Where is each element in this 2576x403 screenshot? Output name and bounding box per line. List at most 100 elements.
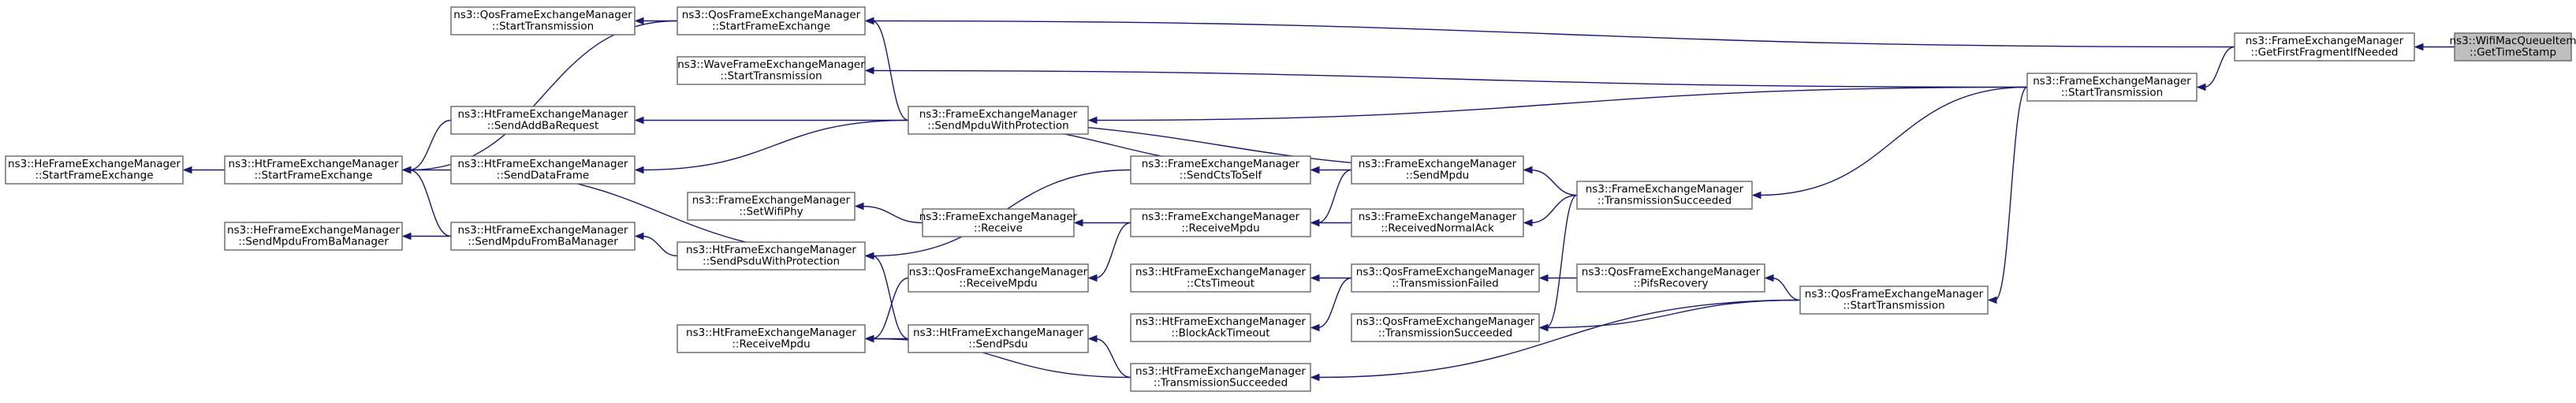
- node-class-label: ns3::QosFrameExchangeManager: [1582, 266, 1761, 278]
- node-method-label: ::GetFirstFragmentIfNeeded: [2251, 47, 2399, 59]
- node-qos-sfe[interactable]: ns3::QosFrameExchangeManager::StartFrame…: [677, 6, 866, 35]
- node-fem-sm[interactable]: ns3::FrameExchangeManager::SendMpdu: [1351, 155, 1524, 185]
- edge-arrowhead: [1538, 323, 1549, 332]
- node-class-label: ns3::QosFrameExchangeManager: [909, 266, 1088, 278]
- node-method-label: ::ReceiveMpdu: [1181, 222, 1259, 235]
- edge-arrowhead: [1751, 191, 1761, 200]
- node-method-label: ::ReceivedNormalAck: [1381, 222, 1494, 235]
- edge-fem-sm-to-fem-rm: [1317, 169, 1352, 224]
- edge-arrowhead: [182, 166, 192, 174]
- node-box: [677, 241, 866, 271]
- node-class-label: ns3::FrameExchangeManager: [1142, 158, 1300, 170]
- node-method-label: ::GetTimeStamp: [2470, 47, 2556, 59]
- node-box: [677, 6, 866, 35]
- node-fem-ts[interactable]: ns3::FrameExchangeManager::TransmissionS…: [1576, 181, 1753, 210]
- node-box: [1130, 313, 1311, 342]
- node-method-label: ::SendMpdu: [1406, 170, 1469, 182]
- edge-arrowhead: [864, 66, 874, 75]
- node-class-label: ns3::HtFrameExchangeManager: [686, 327, 856, 339]
- edge-fem-ts-to-qos-ts: [1545, 194, 1578, 329]
- edge-arrowhead: [1087, 116, 1098, 125]
- edge-ht-sp-to-ht-spwp: [871, 255, 909, 340]
- node-ht-bato[interactable]: ns3::HtFrameExchangeManager::BlockAckTim…: [1130, 313, 1311, 342]
- node-box: [2026, 73, 2198, 102]
- edge-arrowhead: [2414, 43, 2424, 51]
- node-method-label: ::BlockAckTimeout: [1172, 327, 1270, 340]
- node-class-label: ns3::QosFrameExchangeManager: [682, 9, 861, 21]
- node-box: [908, 324, 1089, 353]
- node-fem-st[interactable]: ns3::FrameExchangeManager::StartTransmis…: [2026, 73, 2198, 102]
- node-box: [687, 192, 856, 221]
- node-qos-st2[interactable]: ns3::QosFrameExchangeManager::StartTrans…: [1799, 285, 1989, 315]
- edge-arrowhead: [401, 166, 412, 174]
- edge-arrowhead: [1538, 274, 1549, 282]
- node-fem-rm[interactable]: ns3::FrameExchangeManager::ReceiveMpdu: [1130, 208, 1311, 237]
- edge-fem-st-to-fem-smwp: [1094, 86, 2028, 121]
- node-ht-ctsto[interactable]: ns3::HtFrameExchangeManager::CtsTimeout: [1130, 263, 1311, 293]
- edge-qos-sfe-to-ht-sfe: [408, 20, 678, 171]
- node-ht-sdf[interactable]: ns3::HtFrameExchangeManager::SendDataFra…: [450, 155, 636, 185]
- node-wave-st[interactable]: ns3::WaveFrameExchangeManager::StartTran…: [677, 56, 866, 85]
- edge-qos-tf-to-ht-bato: [1317, 277, 1352, 329]
- edge-ht-ts-to-ht-sp: [1094, 338, 1131, 379]
- node-box: [1351, 155, 1524, 185]
- node-fem-swp[interactable]: ns3::FrameExchangeManager::SetWifiPhy: [687, 192, 856, 221]
- edge-arrowhead: [1310, 274, 1320, 282]
- edge-arrowhead: [1523, 218, 1533, 227]
- node-ht-spwp[interactable]: ns3::HtFrameExchangeManager::SendPsduWit…: [677, 241, 866, 271]
- edge-arrowhead: [634, 116, 644, 125]
- node-box: [224, 155, 403, 185]
- node-ht-rm[interactable]: ns3::HtFrameExchangeManager::ReceiveMpdu: [677, 324, 866, 353]
- edge-ht-smfbm-to-ht-sfe: [408, 169, 452, 237]
- node-method-label: ::SendCtsToSelf: [1180, 170, 1263, 182]
- edge-arrowhead: [1087, 334, 1098, 343]
- node-fem-scts[interactable]: ns3::FrameExchangeManager::SendCtsToSelf: [1130, 155, 1311, 185]
- node-box: [1351, 263, 1540, 293]
- node-method-label: ::SendPsdu: [968, 338, 1027, 351]
- node-box: [1351, 313, 1540, 342]
- edge-arrowhead: [2196, 83, 2206, 91]
- edge-fem-smwp-to-ht-sdf: [641, 119, 909, 171]
- node-box: [450, 222, 636, 251]
- node-fem-recv[interactable]: ns3::FrameExchangeManager::Receive: [919, 208, 1078, 237]
- edge-arrowhead: [1310, 323, 1320, 332]
- node-fem-gffin[interactable]: ns3::FrameExchangeManager::GetFirstFragm…: [2234, 32, 2415, 62]
- node-qos-rm[interactable]: ns3::QosFrameExchangeManager::ReceiveMpd…: [908, 263, 1089, 293]
- node-method-label: ::TransmissionSucceeded: [1154, 377, 1288, 390]
- edge-qos-st2-to-qos-pifs: [1771, 277, 1801, 301]
- node-hfe-smfbm[interactable]: ns3::HeFrameExchangeManager::SendMpduFro…: [224, 222, 403, 251]
- node-box: [5, 155, 184, 185]
- node-class-label: ns3::HeFrameExchangeManager: [8, 158, 181, 170]
- node-qos-ts[interactable]: ns3::QosFrameExchangeManager::Transmissi…: [1351, 313, 1540, 342]
- node-ht-smfbm[interactable]: ns3::HtFrameExchangeManager::SendMpduFro…: [450, 222, 636, 251]
- node-hfe-start[interactable]: ns3::HeFrameExchangeManager::StartFrameE…: [5, 155, 184, 185]
- node-box: [2234, 32, 2415, 62]
- edge-arrowhead: [634, 166, 644, 174]
- node-qos-tf[interactable]: ns3::QosFrameExchangeManager::Transmissi…: [1351, 263, 1540, 293]
- node-ht-sabr[interactable]: ns3::HtFrameExchangeManager::SendAddBaRe…: [450, 106, 636, 135]
- node-fem-smwp[interactable]: ns3::FrameExchangeManager::SendMpduWithP…: [908, 106, 1089, 135]
- node-method-label: ::StartFrameExchange: [254, 170, 372, 182]
- node-class-label: ns3::QosFrameExchangeManager: [1356, 266, 1535, 278]
- node-ht-ts[interactable]: ns3::HtFrameExchangeManager::Transmissio…: [1130, 363, 1311, 392]
- node-method-label: ::ReceiveMpdu: [732, 338, 810, 351]
- edge-fem-st-to-qos-st2: [1994, 86, 2028, 301]
- node-class-label: ns3::FrameExchangeManager: [1359, 211, 1517, 223]
- node-box: [677, 324, 866, 353]
- node-method-label: ::SendDataFrame: [497, 170, 589, 182]
- node-qos-st1[interactable]: ns3::QosFrameExchangeManager::StartTrans…: [450, 6, 636, 35]
- edge-ht-sabr-to-ht-sfe: [408, 119, 452, 171]
- node-class-label: ns3::WaveFrameExchangeManager: [677, 58, 865, 71]
- node-wmqi-gts[interactable]: ns3::WifiMacQueueItem::GetTimeStamp: [2449, 32, 2576, 62]
- edge-arrowhead: [1764, 274, 1774, 282]
- node-class-label: ns3::FrameExchangeManager: [692, 194, 851, 207]
- node-ht-sfe[interactable]: ns3::HtFrameExchangeManager::StartFrameE…: [224, 155, 403, 185]
- node-ht-sp[interactable]: ns3::HtFrameExchangeManager::SendPsdu: [908, 324, 1089, 353]
- node-class-label: ns3::FrameExchangeManager: [1142, 211, 1300, 223]
- edge-fem-smwp-to-qos-sfe: [871, 20, 909, 121]
- node-box: [1799, 285, 1989, 315]
- edge-qos-st2-to-ht-ts: [1317, 299, 1801, 379]
- node-qos-pifs[interactable]: ns3::QosFrameExchangeManager::PifsRecove…: [1576, 263, 1765, 293]
- node-fem-rna[interactable]: ns3::FrameExchangeManager::ReceivedNorma…: [1351, 208, 1524, 237]
- node-class-label: ns3::FrameExchangeManager: [1586, 183, 1744, 196]
